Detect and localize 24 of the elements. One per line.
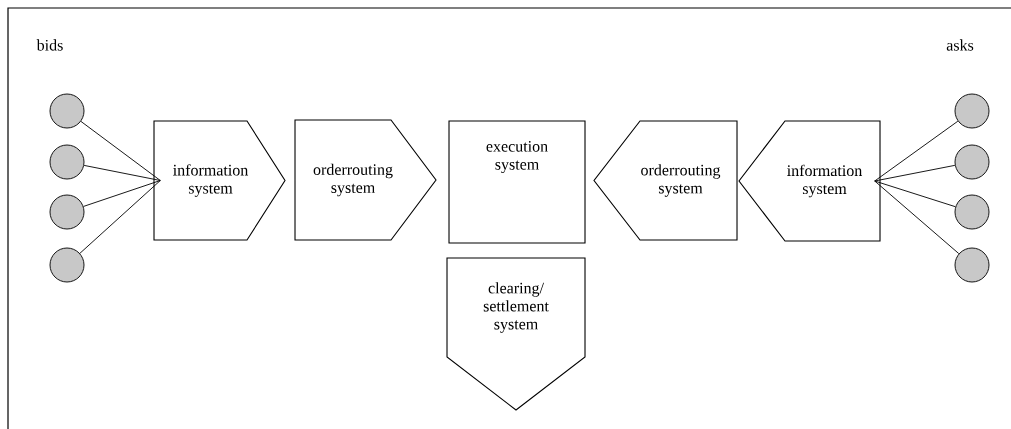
circle xyxy=(954,93,990,129)
circle xyxy=(49,144,85,180)
side-label: bids xyxy=(36,39,63,51)
side-label: asks xyxy=(946,39,974,51)
circle xyxy=(49,247,85,283)
system-box: information system xyxy=(153,120,286,241)
connector-line xyxy=(874,180,956,208)
system-box: information system xyxy=(738,120,881,242)
circle xyxy=(49,93,85,129)
circle xyxy=(954,247,990,283)
circle xyxy=(954,194,990,230)
connector-line xyxy=(874,120,959,182)
connector-line xyxy=(83,180,161,207)
connector-line xyxy=(83,164,161,181)
system-box: clearing/ settlement system xyxy=(446,257,586,411)
connector-line xyxy=(79,180,161,254)
system-box: orderrouting system xyxy=(593,120,738,241)
circle xyxy=(954,144,990,180)
circle xyxy=(49,194,85,230)
connector-line xyxy=(874,164,956,182)
system-box: orderrouting system xyxy=(294,119,437,241)
connector-line xyxy=(80,121,161,181)
connector-line xyxy=(874,180,960,255)
system-box: execution system xyxy=(448,120,586,244)
